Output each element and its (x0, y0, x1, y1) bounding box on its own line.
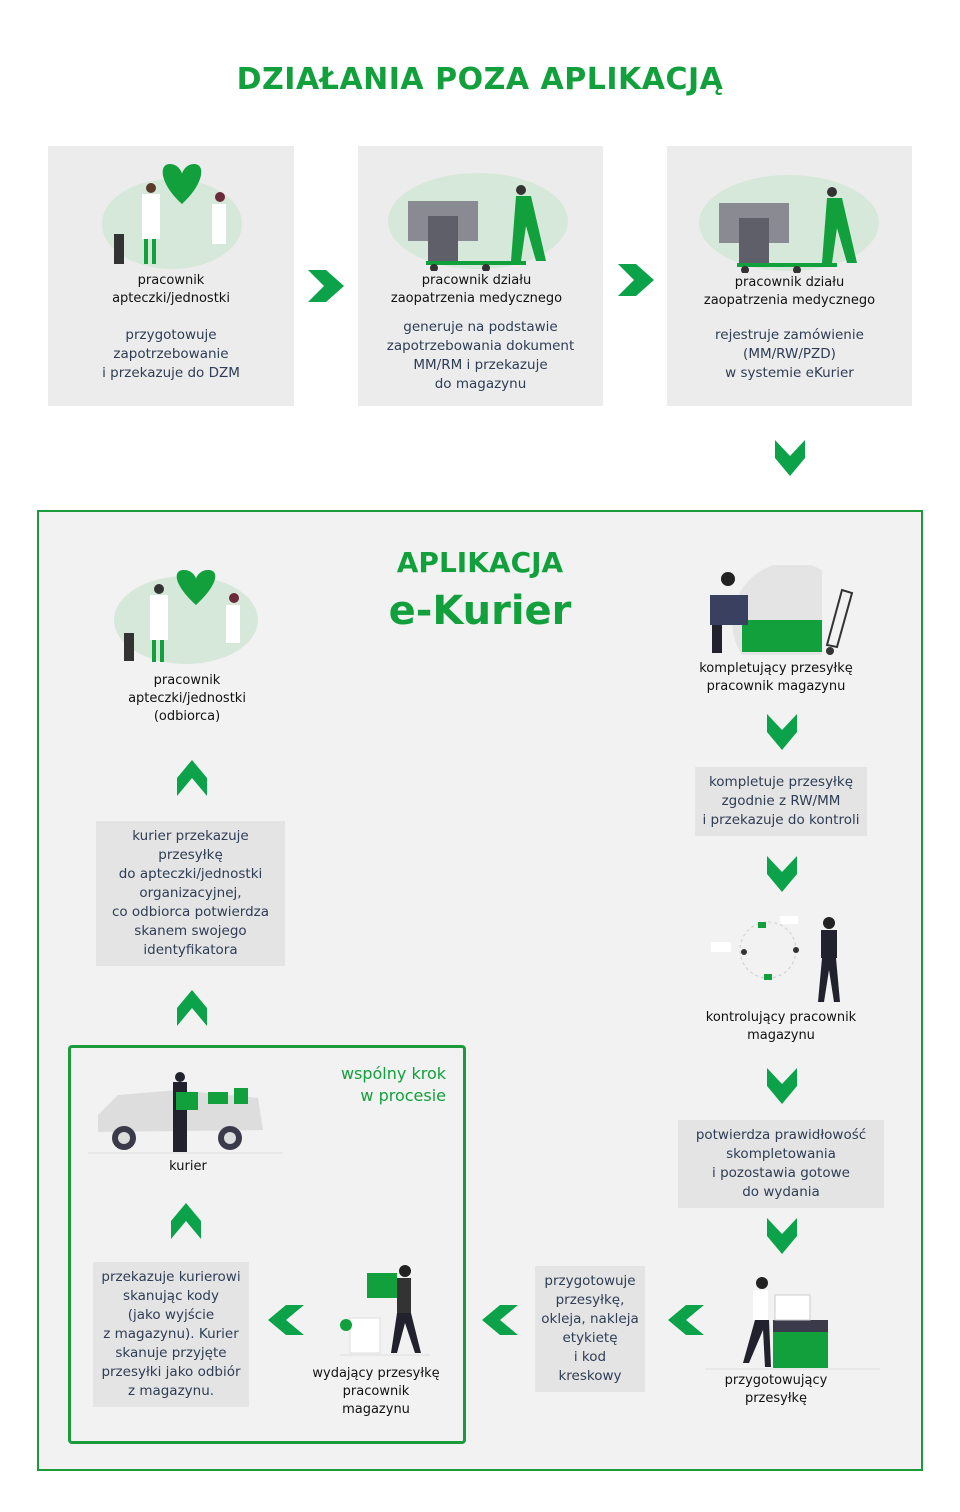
text-line: i pozostawia gotowe (712, 1165, 850, 1181)
recipient-label-line: (odbiorca) (153, 709, 221, 724)
recipient-label-line: pracownik (153, 673, 221, 688)
shared-step-panel (68, 1045, 466, 1444)
role-line: zaopatrzenia medycznego (390, 291, 563, 306)
arrow-right-icon (308, 270, 344, 302)
role-line: apteczki/jednostki (112, 291, 230, 306)
text-line: do apteczki/jednostki (118, 866, 263, 882)
text-line: kurier przekazuje (132, 828, 249, 844)
action-line: przygotowuje (125, 327, 217, 343)
issuer-illustration-icon (340, 1265, 430, 1356)
shared-step-label: w procesie (360, 1086, 446, 1105)
controller-label-line: kontrolujący pracownik (705, 1010, 857, 1025)
preparer-illustration-icon (705, 1277, 880, 1370)
text-line: przesyłkę, (555, 1292, 625, 1308)
role-line: pracownik działu (734, 275, 845, 290)
app-title: APLIKACJA (396, 546, 564, 579)
shared-step-label: wspólny krok (340, 1064, 446, 1083)
picker-action-box: kompletuje przesyłkę zgodnie z RW/MM i prz… (695, 767, 867, 836)
action-line: w systemie eKurier (725, 365, 854, 381)
action-line: MM/RM i przekazuje (413, 357, 548, 373)
preparer-label-line: przygotowujący (724, 1373, 828, 1388)
warehouse-cart-illustration-icon (699, 175, 879, 273)
app-name: e-Kurier (388, 588, 572, 634)
issuer-action-box: przekazuje kurierowi skanując kody (jako w… (93, 1262, 249, 1407)
text-line: skanem swojego (134, 923, 247, 939)
controller-illustration-icon (711, 916, 840, 1002)
courier-label: kurier (169, 1159, 207, 1174)
arrow-down-icon (775, 440, 805, 476)
text-line: przygotowuje (544, 1273, 636, 1289)
arrow-left-icon (482, 1305, 518, 1335)
text-line: z magazynu). Kurier (103, 1326, 239, 1342)
text-line: skanując kody (123, 1288, 219, 1304)
text-line: organizacyjnej, (139, 885, 242, 901)
recipient-label-line: apteczki/jednostki (128, 691, 246, 706)
role-line: zaopatrzenia medycznego (703, 293, 876, 308)
text-line: przesyłkę (158, 847, 223, 863)
action-line: do magazynu (434, 376, 527, 392)
text-line: okleja, nakleja (541, 1311, 639, 1327)
text-line: co odbiorca potwierdza (111, 904, 270, 920)
controller-action-box: potwierdza prawidłowość skompletowania i p… (678, 1120, 884, 1208)
arrow-left-icon (268, 1305, 304, 1335)
doctors-illustration-icon (102, 164, 242, 269)
page-title: DZIAŁANIA POZA APLIKACJĄ (236, 62, 724, 97)
warehouse-cart-illustration-icon (388, 173, 568, 271)
arrow-up-icon (177, 990, 207, 1026)
action-line: rejestruje zamówienie (715, 327, 864, 343)
action-line: generuje na podstawie (403, 319, 558, 335)
step-card-pharmacy-worker: pracownik apteczki/jednostki przygotowuje… (48, 146, 294, 406)
controller-label-line: magazynu (747, 1028, 815, 1043)
action-line: zapotrzebowania dokument (386, 338, 575, 354)
arrow-down-icon (767, 1218, 797, 1254)
text-line: skanuje przyjęte (115, 1345, 227, 1361)
courier-car-illustration-icon (88, 1072, 283, 1154)
action-line: (MM/RW/PZD) (743, 346, 836, 362)
text-line: kreskowy (558, 1368, 622, 1384)
text-line: przekazuje kurierowi (101, 1269, 241, 1285)
text-line: i kod (573, 1349, 607, 1365)
arrow-up-icon (177, 760, 207, 796)
text-line: etykietę (562, 1330, 618, 1346)
action-line: i przekazuje do DZM (102, 365, 240, 381)
text-line: kompletuje przesyłkę (708, 774, 854, 790)
courier-action-box: kurier przekazuje przesyłkę do apteczki/je… (96, 821, 285, 966)
arrow-left-icon (668, 1305, 704, 1335)
arrow-down-icon (767, 714, 797, 750)
arrow-up-icon (171, 1203, 201, 1239)
action-line: zapotrzebowanie (113, 346, 229, 362)
role-line: pracownik (137, 273, 205, 288)
picker-label-line: kompletujący przesyłkę (699, 661, 853, 676)
text-line: do wydania (742, 1184, 820, 1200)
preparer-action-box: przygotowuje przesyłkę, okleja, nakleja ety… (535, 1266, 645, 1392)
text-line: potwierdza prawidłowość (695, 1127, 867, 1143)
arrow-down-icon (767, 856, 797, 892)
picker-label-line: pracownik magazynu (706, 679, 846, 694)
issuer-label-line: magazynu (342, 1402, 410, 1417)
text-line: (jako wyjście (127, 1307, 215, 1323)
picker-illustration-icon (710, 565, 854, 655)
preparer-label-line: przesyłkę (744, 1391, 808, 1406)
arrow-right-icon (618, 264, 654, 296)
text-line: zgodnie z RW/MM (721, 793, 841, 809)
arrow-down-icon (767, 1068, 797, 1104)
text-line: z magazynu. (127, 1383, 215, 1399)
recipient-illustration-icon (114, 570, 258, 664)
issuer-label-line: pracownik (342, 1384, 410, 1399)
role-line: pracownik działu (421, 273, 532, 288)
text-line: identyfikatora (143, 942, 238, 958)
text-line: i przekazuje do kontroli (702, 812, 860, 828)
text-line: przesyłki jako odbiór (101, 1364, 241, 1380)
text-line: skompletowania (726, 1146, 836, 1162)
issuer-label-line: wydający przesyłkę (312, 1366, 440, 1381)
